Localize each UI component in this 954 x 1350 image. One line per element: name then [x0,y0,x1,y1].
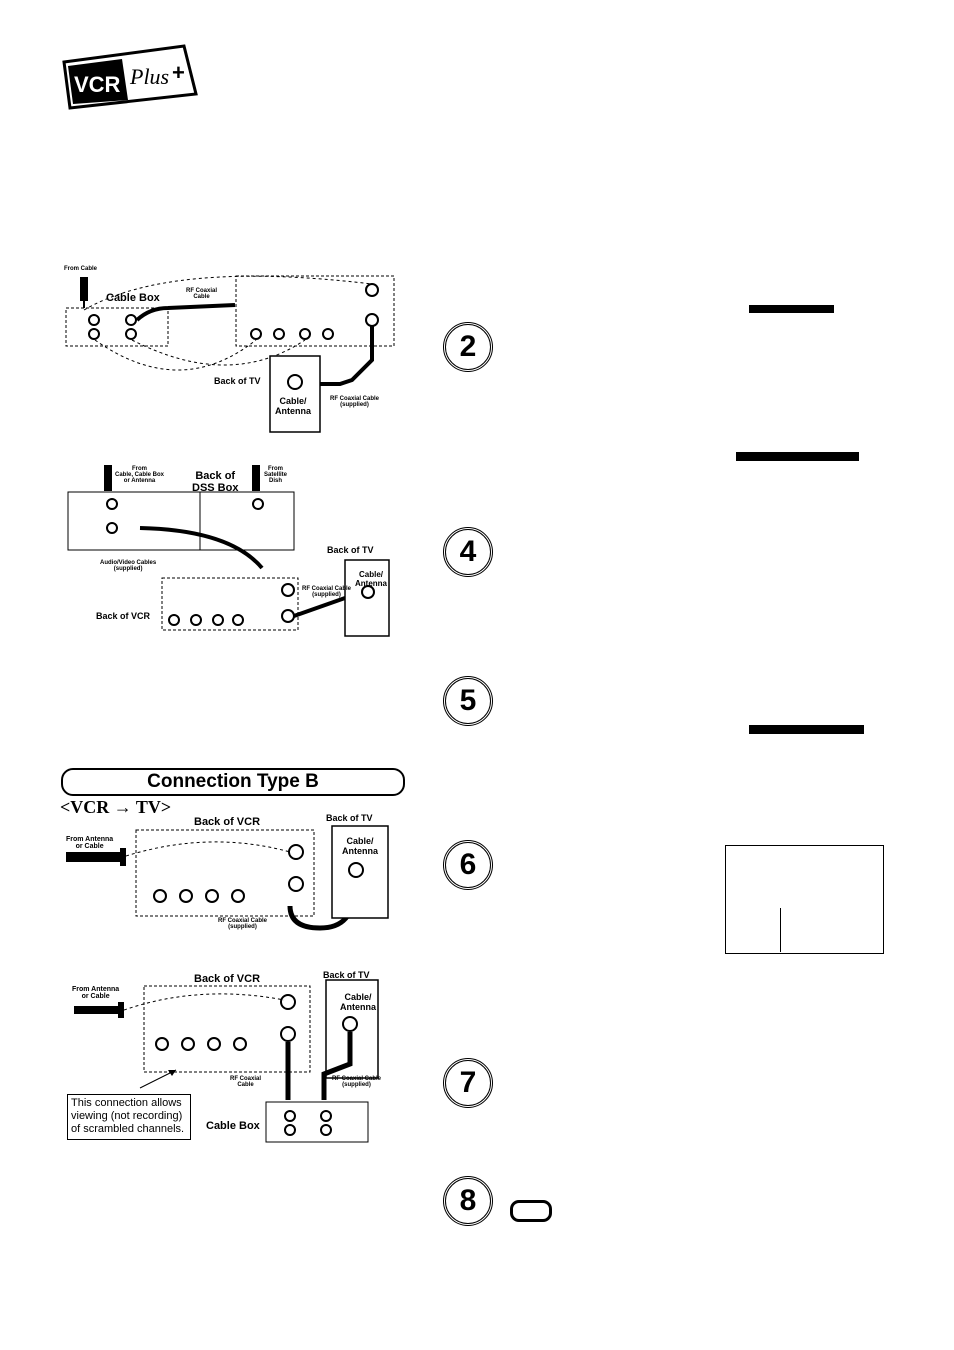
svg-text:+: + [172,60,185,85]
dss-diagram [67,465,390,637]
from-cable-label: From Cable [64,266,98,272]
step-6-number: 6 [443,840,493,890]
vcrtv-back-of-vcr-label: Back of VCR [194,816,261,828]
redacted-bar-3 [749,725,864,734]
remote-button-icon [510,1200,552,1222]
vcrtv-back-of-tv-label: Back of TV [326,813,373,823]
dss-back-of-vcr-label: Back of VCR [96,611,151,621]
from-cable-box-antenna-label: From Cable, Cable Box or Antenna [115,466,165,484]
vcrbox-tv-jack-label: Cable/ Antenna [340,992,376,1012]
dss-back-of-tv-label: Back of TV [327,545,374,555]
rf-coaxial-label: RF Coaxial Cable [186,288,218,300]
vcrbox-rf-cable-label: RF Coaxial Cable [230,1076,262,1088]
step-5-number: 5 [443,676,493,726]
vcrtv-rf-supplied-label: RF Coaxial Cable (supplied) [218,918,268,930]
vcrtv-tv-jack-label: Cable/ Antenna [342,836,378,856]
step-7-number: 7 [443,1058,493,1108]
tv-jack-label: Cable/ Antenna [275,396,311,416]
av-cables-label: Audio/Video Cables (supplied) [100,560,157,572]
vcrbox-rf-supplied-label: RF Coaxial Cable (supplied) [332,1076,382,1088]
back-of-tv-label: Back of TV [214,376,261,386]
vcrbox-back-of-tv-label: Back of TV [323,970,370,980]
redacted-bar-2 [736,452,859,461]
vcr-cablebox-diagram [74,979,379,1143]
rf-supplied-label: RF Coaxial Cable (supplied) [330,396,380,408]
vcrbox-back-of-vcr-label: Back of VCR [194,973,261,985]
step-8-number: 8 [443,1176,493,1226]
from-satellite-label: From Satellite Dish [264,466,288,484]
screen-display-box [725,845,884,954]
vcrtv-from-antenna-label: From Antenna or Cable [66,836,114,850]
vcrbox-cable-box-label: Cable Box [206,1120,260,1132]
dss-tv-jack-label: Cable/ Antenna [355,570,387,588]
connection-type-b-banner: Connection Type B [61,768,405,796]
connection-type-b-subtitle: <VCR → TV> [60,797,172,817]
screen-divider [780,908,781,952]
step-2-number: 2 [443,322,493,372]
vcr-plus-logo: VCR Plus + [58,42,198,110]
step-4-number: 4 [443,527,493,577]
cable-box-diagram [65,275,395,433]
svg-text:VCR: VCR [74,72,121,97]
back-of-dss-label: Back of DSS Box [192,470,239,494]
redacted-bar-1 [749,305,834,313]
vcr-tv-diagram [66,825,389,931]
vcr-plus-logo-graphic: VCR Plus + [62,44,198,110]
cable-box-label: Cable Box [106,292,160,304]
svg-text:Plus: Plus [129,64,169,89]
vcrbox-from-antenna-label: From Antenna or Cable [72,986,120,1000]
scrambled-channels-note: This connection allows viewing (not reco… [67,1094,191,1140]
dss-rf-supplied-label: RF Coaxial Cable (supplied) [302,586,352,598]
